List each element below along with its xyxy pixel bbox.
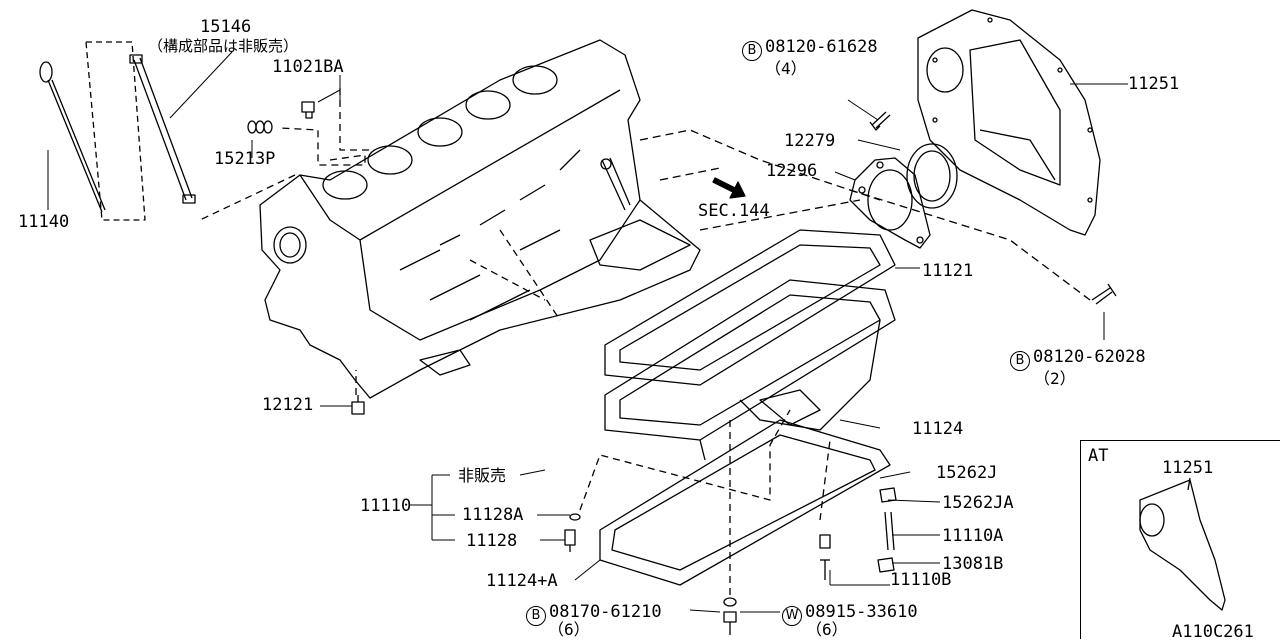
cylinder-block [259,39,701,399]
label-qty-4: （4） [765,59,807,78]
bolt-08170-61210 [723,597,737,635]
plug-12121 [351,395,365,415]
label-11110B[interactable]: 11110B [890,570,952,590]
label-at: AT [1088,446,1109,466]
label-11140[interactable]: 11140 [18,212,70,232]
washer-symbol: W [782,606,802,626]
label-12121[interactable]: 12121 [262,395,314,415]
label-15146[interactable]: 15146 [200,17,252,37]
label-11110A[interactable]: 11110A [942,526,1004,546]
drain-plug [564,513,581,552]
label-11124A[interactable]: 11124+A [486,571,558,591]
block-dashed-leader [199,88,561,395]
label-15146-note: （構成部品は非販売） [148,37,299,55]
label-11128[interactable]: 11128 [466,531,518,551]
tube-bracket-dashed [85,41,146,221]
sec-arrow [712,177,746,199]
label-11021BA[interactable]: 11021BA [272,57,344,77]
label-12296[interactable]: 12296 [766,161,818,181]
diagram-code: A110C261 [1172,622,1254,642]
bolt-08120-61628 [869,111,891,131]
label-15262JA[interactable]: 15262JA [942,493,1014,513]
label-qty-6a: （6） [548,620,590,639]
label-11251[interactable]: 11251 [1128,74,1180,94]
at-rear-plate [1139,477,1226,611]
dipstick-tube [129,54,196,204]
rear-plate [917,9,1101,236]
rear-seal-retainer [849,157,931,249]
label-15262J[interactable]: 15262J [936,463,998,483]
at-inset-box [1080,440,1280,639]
bolt-symbol: B [1010,351,1030,371]
label-sec144[interactable]: SEC.144 [698,201,770,221]
label-11128A[interactable]: 11128A [462,505,524,525]
label-hihanbai: 非販売 [458,466,507,485]
lower-oil-pan [599,419,891,586]
label-qty-6b: （6） [806,620,848,639]
label-11121[interactable]: 11121 [922,261,974,281]
label-qty-2: （2） [1034,369,1076,388]
oil-pan-upper [604,279,896,461]
bolt-symbol: B [742,41,762,61]
label-12279[interactable]: 12279 [784,131,836,151]
bolt-08120-62028 [1091,283,1117,305]
oil-pressure-switch [301,101,315,119]
plug-15213P [247,120,273,134]
rear-oil-seal [906,143,958,209]
label-13081B[interactable]: 13081B [942,554,1004,574]
upper-gasket [604,229,896,386]
dipstick [39,61,106,213]
label-11124[interactable]: 11124 [912,419,964,439]
stud-and-nuts [819,487,897,580]
label-at-11251[interactable]: 11251 [1162,458,1214,478]
label-15213P[interactable]: 15213P [214,149,276,169]
label-11110[interactable]: 11110 [360,496,412,516]
bolt-symbol: B [526,606,546,626]
